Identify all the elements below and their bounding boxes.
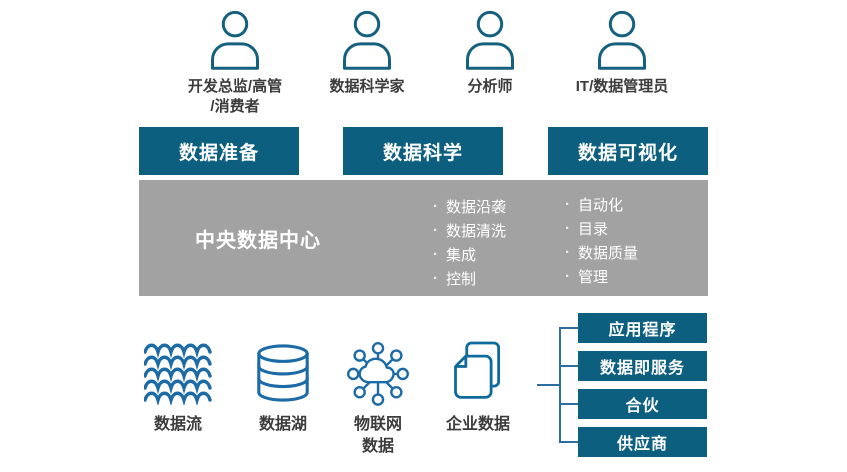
persona-label-line: 数据科学家 bbox=[329, 78, 405, 95]
stage-banner-label: 数据可视化 bbox=[577, 142, 678, 164]
output-box-partnership: 合伙 bbox=[578, 389, 707, 419]
bullet-icon: · bbox=[565, 267, 570, 285]
hub-item-label: 数据质量 bbox=[578, 244, 639, 262]
source-data-stream: 数据流 bbox=[130, 336, 226, 436]
hub-item-label: 集成 bbox=[446, 246, 477, 264]
bullet-icon: · bbox=[565, 195, 570, 213]
output-box-label: 数据即服务 bbox=[599, 360, 685, 377]
central-data-hub-band: 中央数据中心 · 数据沿袭 · 数据清洗 · 集成 · 控制 · 自动化 bbox=[139, 180, 708, 296]
source-label-line: 数据流 bbox=[153, 416, 202, 433]
connector-branch-line bbox=[561, 441, 578, 443]
hub-list-item: · 集成 bbox=[433, 242, 506, 266]
hub-item-label: 目录 bbox=[578, 220, 609, 238]
user-icon bbox=[211, 10, 259, 70]
connector-vertical-line bbox=[559, 327, 561, 443]
user-icon bbox=[598, 10, 646, 70]
output-box-label: 供应商 bbox=[616, 436, 668, 453]
user-icon bbox=[466, 10, 514, 70]
bullet-icon: · bbox=[433, 245, 438, 263]
bullet-icon: · bbox=[565, 219, 570, 237]
output-box-label: 应用程序 bbox=[608, 322, 677, 339]
persona-label: IT/数据管理员 bbox=[542, 77, 702, 97]
output-box-applications: 应用程序 bbox=[578, 313, 707, 343]
source-label-line: 数据 bbox=[361, 438, 394, 455]
iot-network-icon bbox=[330, 336, 426, 410]
persona-analyst: 分析师 bbox=[410, 10, 570, 97]
bullet-icon: · bbox=[433, 197, 438, 215]
hub-list-item: · 目录 bbox=[565, 216, 638, 240]
source-data-lake: 数据湖 bbox=[235, 336, 331, 436]
documents-icon bbox=[430, 336, 526, 410]
source-label: 物联网 数据 bbox=[330, 414, 426, 458]
persona-label-line: /消费者 bbox=[210, 98, 260, 115]
hub-list-item: · 数据清洗 bbox=[433, 218, 506, 242]
hub-item-label: 数据沿袭 bbox=[446, 198, 507, 216]
stage-banner-data-preparation: 数据准备 bbox=[139, 127, 299, 175]
source-label: 数据流 bbox=[130, 414, 226, 436]
connector-branch-line bbox=[561, 327, 578, 329]
hub-capability-list-2: · 自动化 · 目录 · 数据质量 · 管理 bbox=[565, 192, 638, 288]
source-label-line: 物联网 bbox=[353, 416, 402, 433]
persona-label: 数据科学家 bbox=[287, 77, 447, 97]
hub-item-label: 自动化 bbox=[578, 196, 624, 214]
hub-capability-list-1: · 数据沿袭 · 数据清洗 · 集成 · 控制 bbox=[433, 194, 506, 290]
stage-banner-label: 数据科学 bbox=[382, 142, 463, 164]
persona-it-data-admin: IT/数据管理员 bbox=[542, 10, 702, 97]
database-icon bbox=[235, 336, 331, 410]
source-label: 数据湖 bbox=[235, 414, 331, 436]
hub-list-item: · 控制 bbox=[433, 266, 506, 290]
stage-banner-data-visualization: 数据可视化 bbox=[548, 127, 708, 175]
hub-item-label: 数据清洗 bbox=[446, 222, 507, 240]
stage-banner-data-science: 数据科学 bbox=[343, 127, 503, 175]
hub-list-item: · 数据沿袭 bbox=[433, 194, 506, 218]
bullet-icon: · bbox=[433, 269, 438, 287]
persona-label-line: 开发总监/高管 bbox=[187, 78, 283, 95]
hub-list-item: · 数据质量 bbox=[565, 240, 638, 264]
output-box-label: 合伙 bbox=[625, 398, 660, 415]
bullet-icon: · bbox=[433, 221, 438, 239]
hub-list-item: · 管理 bbox=[565, 264, 638, 288]
source-label: 企业数据 bbox=[430, 414, 526, 436]
persona-label: 分析师 bbox=[410, 77, 570, 97]
source-iot-data: 物联网 数据 bbox=[330, 336, 426, 458]
hub-list-item: · 自动化 bbox=[565, 192, 638, 216]
hub-item-label: 管理 bbox=[578, 268, 609, 286]
waves-icon bbox=[130, 336, 226, 410]
bullet-icon: · bbox=[565, 243, 570, 261]
connector-branch-line bbox=[561, 403, 578, 405]
persona-dev-director-executive-consumer: 开发总监/高管 /消费者 bbox=[155, 10, 315, 117]
output-box-suppliers: 供应商 bbox=[578, 427, 707, 457]
user-icon bbox=[343, 10, 391, 70]
output-box-data-as-a-service: 数据即服务 bbox=[578, 351, 707, 381]
hub-title: 中央数据中心 bbox=[195, 229, 321, 252]
source-label-line: 数据湖 bbox=[258, 416, 307, 433]
persona-label-line: IT/数据管理员 bbox=[575, 78, 669, 95]
persona-label-line: 分析师 bbox=[467, 78, 513, 95]
persona-data-scientist: 数据科学家 bbox=[287, 10, 447, 97]
source-enterprise-data: 企业数据 bbox=[430, 336, 526, 436]
source-label-line: 企业数据 bbox=[445, 416, 510, 433]
persona-label: 开发总监/高管 /消费者 bbox=[155, 77, 315, 117]
connector-feed-line bbox=[537, 384, 560, 386]
stage-banner-label: 数据准备 bbox=[178, 142, 259, 164]
hub-item-label: 控制 bbox=[446, 270, 477, 288]
connector-branch-line bbox=[561, 365, 578, 367]
